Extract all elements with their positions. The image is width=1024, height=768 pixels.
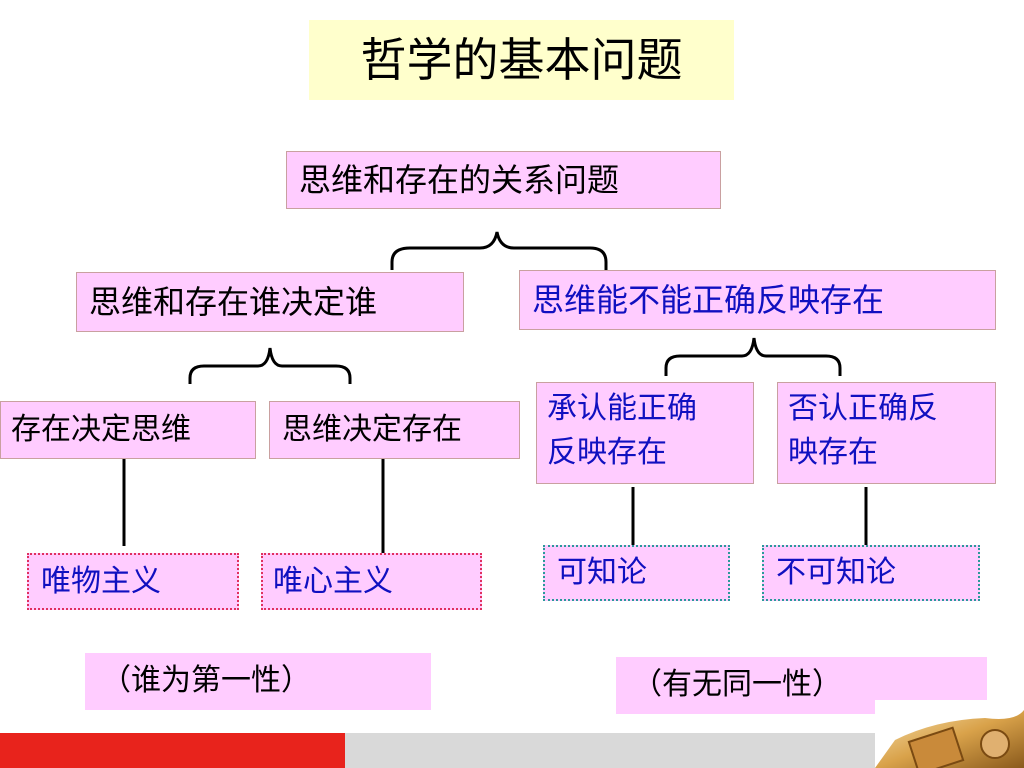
affirm-reflection-line2: 反映存在 (547, 435, 667, 470)
footer-bar-grey (345, 733, 875, 768)
who-determines-box: 思维和存在谁决定谁 (76, 272, 464, 332)
deny-reflection-box: 否认正确反 映存在 (777, 382, 996, 484)
thinking-determines-being-box: 思维决定存在 (269, 401, 520, 459)
brace-right (664, 337, 842, 376)
affirm-reflection-line1: 承认能正确 (547, 391, 697, 426)
agnosticism-opposite-box: 可知论 (543, 545, 730, 601)
footer-bar-red (0, 733, 345, 768)
slide-title: 哲学的基本问题 (309, 20, 734, 100)
correct-reflection-box: 思维能不能正确反映存在 (519, 270, 996, 330)
note-primacy: （谁为第一性） (85, 653, 431, 710)
corner-decoration-image (875, 700, 1024, 768)
root-question-box: 思维和存在的关系问题 (286, 151, 721, 209)
agnosticism-box: 不可知论 (762, 545, 980, 601)
being-determines-thinking-box: 存在决定思维 (0, 401, 256, 459)
deny-reflection-line2: 映存在 (788, 435, 878, 470)
brace-top (390, 231, 608, 270)
idealism-box: 唯心主义 (261, 553, 482, 610)
affirm-reflection-box: 承认能正确 反映存在 (536, 382, 754, 484)
deny-reflection-line1: 否认正确反 (788, 391, 938, 426)
materialism-box: 唯物主义 (27, 553, 239, 610)
brace-left (188, 347, 352, 384)
